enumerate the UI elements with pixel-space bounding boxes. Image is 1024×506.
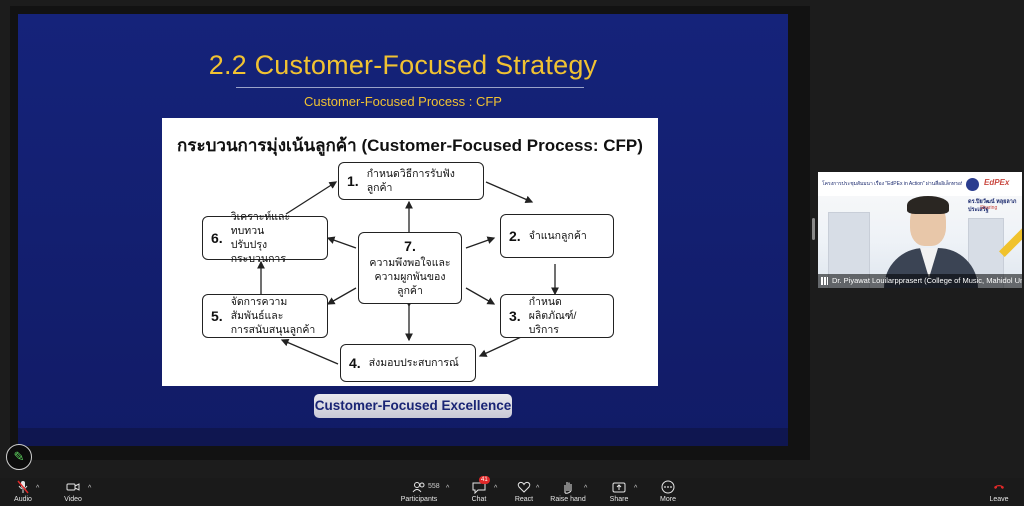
arrow-6-1	[285, 181, 338, 215]
chat-button[interactable]: 41 Chat	[471, 476, 490, 503]
meeting-toolbar: Audio ^ Video ^ Participants 558 ^ 41 Ch…	[0, 476, 1024, 506]
speaker-name: ดร.ปิยวัฒน์ หลุยลาภประเสริฐ	[968, 199, 1017, 213]
speaker-hair	[907, 196, 949, 214]
node-3: 3. กำหนดผลิตภัณฑ์/บริการ	[500, 294, 614, 338]
arrow-7-2	[465, 236, 496, 249]
presentation-slide: 2.2 Customer-Focused Strategy Customer-F…	[18, 14, 788, 446]
share-button[interactable]: Share	[610, 478, 628, 506]
slide-subtitle: Customer-Focused Process : CFP	[304, 94, 502, 109]
video-button[interactable]: Video	[62, 478, 84, 506]
speaker-role: Sharing	[980, 205, 998, 211]
audio-options-chevron-icon[interactable]: ^	[36, 485, 40, 492]
pencil-icon[interactable]: ✎	[6, 444, 32, 470]
arrow-4-5	[280, 338, 339, 365]
chat-icon: 41	[472, 476, 490, 495]
arrow-7-3	[465, 287, 496, 305]
banner-text: โครงการประชุมสัมมนา เรื่อง "EdPEx in Act…	[822, 181, 962, 187]
raise-hand-button[interactable]: Raise hand	[550, 478, 586, 506]
arrow-7-5	[326, 287, 357, 305]
video-options-chevron-icon[interactable]: ^	[88, 485, 92, 492]
slide-bottom-bar	[18, 428, 788, 446]
resize-handle[interactable]	[812, 218, 815, 240]
participant-name-label: Dr. Piyawat Louilarpprasert (College of …	[818, 274, 1022, 288]
audio-level-icon	[821, 277, 828, 285]
participants-button[interactable]: Participants	[401, 478, 437, 506]
camera-icon	[66, 480, 80, 494]
participants-options-chevron-icon[interactable]: ^	[446, 485, 450, 492]
mic-muted-icon	[17, 480, 29, 494]
diagram-title: กระบวนการมุ่งเน้นลูกค้า (Customer-Focuse…	[177, 136, 643, 155]
node-5: 5. จัดการความสัมพันธ์และ การสนับสนุนลูกค…	[202, 294, 328, 338]
audio-button[interactable]: Audio	[12, 478, 34, 506]
cfp-diagram: กระบวนการมุ่งเน้นลูกค้า (Customer-Focuse…	[162, 118, 658, 386]
leave-icon	[992, 480, 1006, 494]
node-6: 6. วิเคราะห์และทบทวน ปรับปรุงกระบวนการ	[202, 211, 328, 265]
node-2: 2. จำแนกลูกค้า	[500, 214, 614, 258]
speaker-video-tile[interactable]: โครงการประชุมสัมมนา เรื่อง "EdPEx in Act…	[818, 172, 1022, 288]
participants-icon	[412, 480, 426, 494]
share-icon	[612, 480, 626, 494]
share-options-chevron-icon[interactable]: ^	[634, 485, 638, 492]
edpex-logo: EdPEx	[984, 178, 1010, 187]
react-options-chevron-icon[interactable]: ^	[536, 485, 540, 492]
video-banner	[818, 172, 1022, 196]
participants-count: 558	[428, 483, 440, 490]
react-heart-icon	[517, 480, 531, 494]
meeting-stage: 2.2 Customer-Focused Strategy Customer-F…	[6, 14, 1022, 470]
node-7: 7. ความพึงพอใจและ ความผูกพันของลูกค้า	[358, 232, 462, 304]
diagram-arrows	[257, 181, 559, 365]
slide-title: 2.2 Customer-Focused Strategy	[208, 50, 598, 80]
title-divider	[236, 87, 584, 88]
university-seal-icon	[966, 178, 979, 191]
more-button[interactable]: More	[658, 478, 678, 506]
more-icon	[661, 480, 675, 494]
react-button[interactable]: React	[514, 478, 534, 506]
leave-button[interactable]: Leave	[988, 478, 1010, 506]
raise-hand-icon	[561, 480, 575, 494]
arrow-7-6	[326, 236, 357, 249]
customer-focused-excellence-badge: Customer-Focused Excellence	[314, 394, 512, 418]
arrow-1-2	[485, 181, 534, 203]
node-4: 4. ส่งมอบประสบการณ์	[340, 344, 476, 382]
raise-hand-options-chevron-icon[interactable]: ^	[584, 485, 588, 492]
node-1: 1. กำหนดวิธีการรับฟังลูกค้า	[338, 162, 484, 200]
chat-unread-badge: 41	[479, 476, 490, 484]
chat-options-chevron-icon[interactable]: ^	[494, 485, 498, 492]
